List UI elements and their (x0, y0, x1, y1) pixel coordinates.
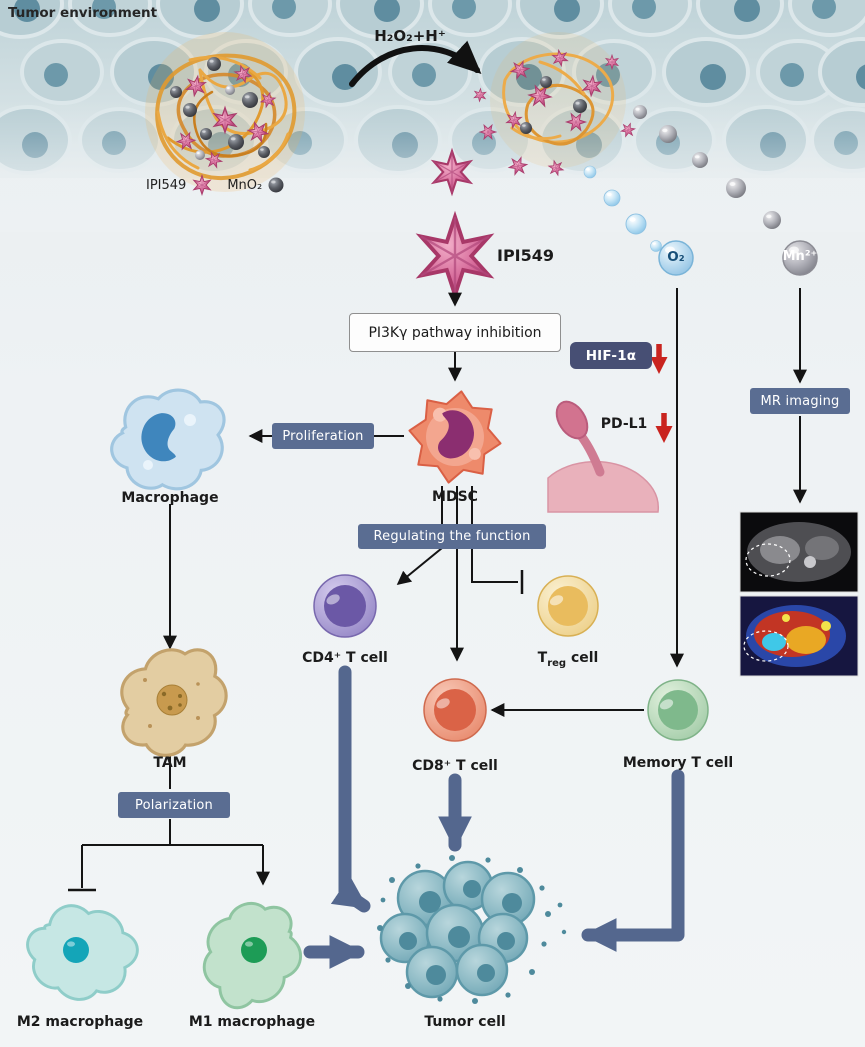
mno2-sphere-icon (268, 177, 284, 193)
cd4-tcell-sphere (313, 574, 377, 638)
m1-macrophage-label: M1 macrophage (188, 1014, 316, 1030)
hif1a-badge: HIF-1α (570, 342, 652, 369)
mn2-label: Mn²⁺ (782, 249, 818, 264)
flow-memory-to-tumor (581, 769, 685, 952)
nanoparticle-cluster (145, 32, 305, 192)
flow-cd4-to-tumor (330, 665, 371, 913)
treg-cell-label: Treg cell (508, 650, 628, 669)
tumor-cell-label: Tumor cell (424, 1014, 506, 1030)
mr-imaging-badge: MR imaging (750, 388, 850, 414)
pdl1-receptor (547, 400, 660, 513)
cd4-tcell-label: CD4⁺ T cell (302, 650, 388, 666)
legend-ipi549-label: IPI549 (146, 177, 187, 193)
reaction-label: H₂O₂+H⁺ (374, 27, 446, 45)
inhibit-mdsc-to-treg (471, 486, 518, 583)
m1-macrophage-cell (182, 885, 322, 1023)
h2o2-reaction-arrow (349, 40, 482, 87)
memory-tcell-sphere (647, 679, 709, 741)
macrophage-label: Macrophage (121, 490, 219, 506)
pdl1-down-arrow-icon (656, 413, 673, 443)
tissue-band (0, 0, 865, 232)
mn-sphere (782, 240, 818, 276)
treg-cell-sphere (537, 575, 599, 637)
hif1a-down-arrow-icon (651, 344, 668, 374)
memory-tcell-label: Memory T cell (622, 755, 734, 771)
o2-sphere (658, 240, 694, 276)
m2-macrophage-label: M2 macrophage (16, 1014, 144, 1030)
polarization-badge: Polarization (118, 792, 230, 818)
cd8-tcell-sphere (423, 678, 487, 742)
mri-color-image (739, 595, 859, 677)
pi3k-inhibition-box: PI3Kγ pathway inhibition (349, 313, 561, 352)
ipi549-label: IPI549 (497, 246, 555, 265)
tumor-environment-label: Tumor environment (8, 5, 158, 21)
polarization-branches (82, 819, 263, 846)
treg-subscript: reg (547, 657, 567, 669)
pdl1-label: PD-L1 (600, 416, 648, 432)
regulating-function-badge: Regulating the function (358, 524, 546, 549)
mri-grayscale-image (739, 511, 859, 593)
proliferation-badge: Proliferation (272, 423, 374, 449)
tam-label: TAM (153, 755, 187, 771)
nanoparticle-legend: IPI549 MnO₂ (146, 174, 285, 196)
treg-prefix: T (537, 650, 548, 666)
m2-macrophage-cell (10, 882, 152, 1022)
macrophage-cell (104, 378, 233, 502)
treg-suffix: cell (566, 650, 599, 666)
tumor-cell-cluster (377, 855, 567, 1004)
legend-mno2-label: MnO₂ (227, 177, 263, 193)
mdsc-label: MDSC (432, 489, 478, 505)
o2-label: O₂ (667, 249, 685, 265)
tam-cell (104, 636, 240, 767)
released-cluster (473, 32, 781, 252)
ipi549-star-icon (193, 175, 212, 195)
cd8-tcell-label: CD8⁺ T cell (412, 758, 498, 774)
mdsc-cell (408, 390, 502, 484)
